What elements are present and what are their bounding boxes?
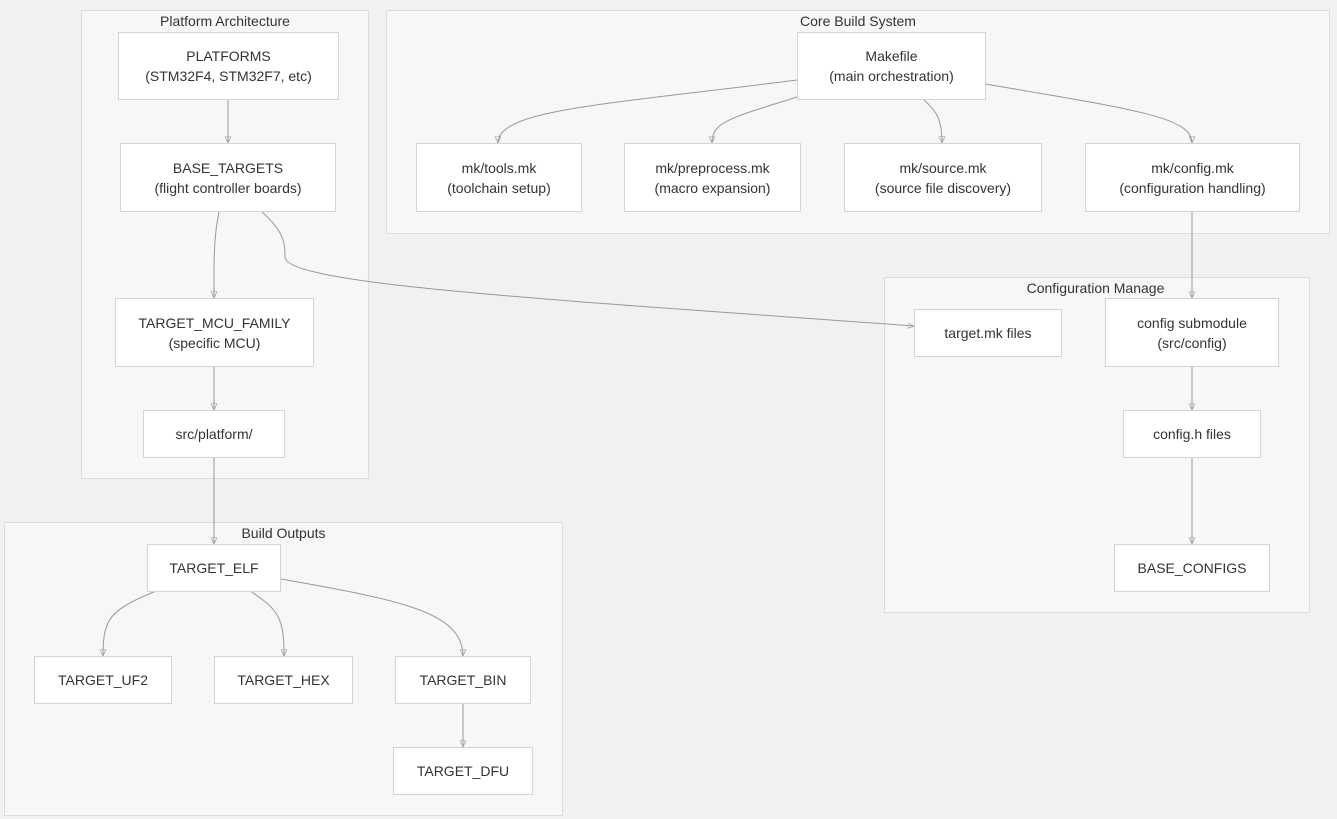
node-tools-mk[interactable]: mk/tools.mk (toolchain setup) bbox=[416, 143, 582, 212]
node-label: TARGET_DFU bbox=[416, 763, 510, 779]
node-label: target.mk files bbox=[944, 325, 1032, 341]
node-sublabel: (specific MCU) bbox=[168, 334, 261, 351]
node-platforms[interactable]: PLATFORMS (STM32F4, STM32F7, etc) bbox=[118, 32, 339, 100]
node-sublabel: (flight controller boards) bbox=[154, 179, 302, 196]
cluster-title: Build Outputs bbox=[241, 525, 326, 541]
node-label: mk/config.mk bbox=[1151, 159, 1234, 176]
node-sublabel: (macro expansion) bbox=[654, 179, 771, 196]
node-label: Makefile bbox=[865, 48, 918, 64]
node-label: mk/preprocess.mk bbox=[655, 159, 770, 176]
node-target-mcu-family[interactable]: TARGET_MCU_FAMILY (specific MCU) bbox=[115, 298, 314, 367]
node-base-configs[interactable]: BASE_CONFIGS bbox=[1114, 544, 1270, 592]
node-label: TARGET_ELF bbox=[169, 560, 259, 576]
node-target-mk-files[interactable]: target.mk files bbox=[914, 309, 1062, 357]
cluster-title: Configuration Manage bbox=[1026, 280, 1165, 296]
node-label: BASE_TARGETS bbox=[172, 159, 284, 176]
node-src-platform[interactable]: src/platform/ bbox=[143, 410, 285, 458]
node-label: PLATFORMS bbox=[186, 48, 271, 64]
node-target-bin[interactable]: TARGET_BIN bbox=[395, 656, 531, 704]
node-makefile[interactable]: Makefile (main orchestration) bbox=[797, 32, 986, 100]
node-label: TARGET_HEX bbox=[237, 672, 330, 688]
node-sublabel: (STM32F4, STM32F7, etc) bbox=[145, 68, 312, 84]
node-config-mk[interactable]: mk/config.mk (configuration handling) bbox=[1085, 143, 1300, 212]
node-label: mk/tools.mk bbox=[461, 159, 537, 176]
node-sublabel: (source file discovery) bbox=[874, 179, 1012, 196]
node-label: config submodule bbox=[1137, 314, 1247, 331]
node-config-h-files[interactable]: config.h files bbox=[1123, 410, 1261, 458]
node-label: src/platform/ bbox=[175, 426, 253, 442]
node-label: config.h files bbox=[1153, 426, 1231, 442]
node-sublabel: (src/config) bbox=[1157, 334, 1227, 351]
node-target-uf2[interactable]: TARGET_UF2 bbox=[34, 656, 172, 704]
node-base-targets[interactable]: BASE_TARGETS (flight controller boards) bbox=[120, 143, 336, 212]
node-label: BASE_CONFIGS bbox=[1137, 560, 1247, 576]
node-label: TARGET_MCU_FAMILY bbox=[138, 314, 291, 331]
node-config-submodule[interactable]: config submodule (src/config) bbox=[1105, 298, 1279, 367]
cluster-title: Platform Architecture bbox=[160, 13, 290, 29]
cluster-title: Core Build System bbox=[800, 13, 916, 29]
node-target-hex[interactable]: TARGET_HEX bbox=[214, 656, 353, 704]
node-label: mk/source.mk bbox=[899, 159, 987, 176]
node-preprocess-mk[interactable]: mk/preprocess.mk (macro expansion) bbox=[624, 143, 801, 212]
node-sublabel: (configuration handling) bbox=[1119, 179, 1266, 196]
node-source-mk[interactable]: mk/source.mk (source file discovery) bbox=[844, 143, 1042, 212]
node-target-dfu[interactable]: TARGET_DFU bbox=[393, 747, 533, 795]
node-target-elf[interactable]: TARGET_ELF bbox=[147, 544, 281, 592]
node-sublabel: (main orchestration) bbox=[829, 68, 954, 84]
node-sublabel: (toolchain setup) bbox=[447, 179, 551, 196]
node-label: TARGET_UF2 bbox=[58, 672, 148, 688]
node-label: TARGET_BIN bbox=[419, 672, 507, 688]
